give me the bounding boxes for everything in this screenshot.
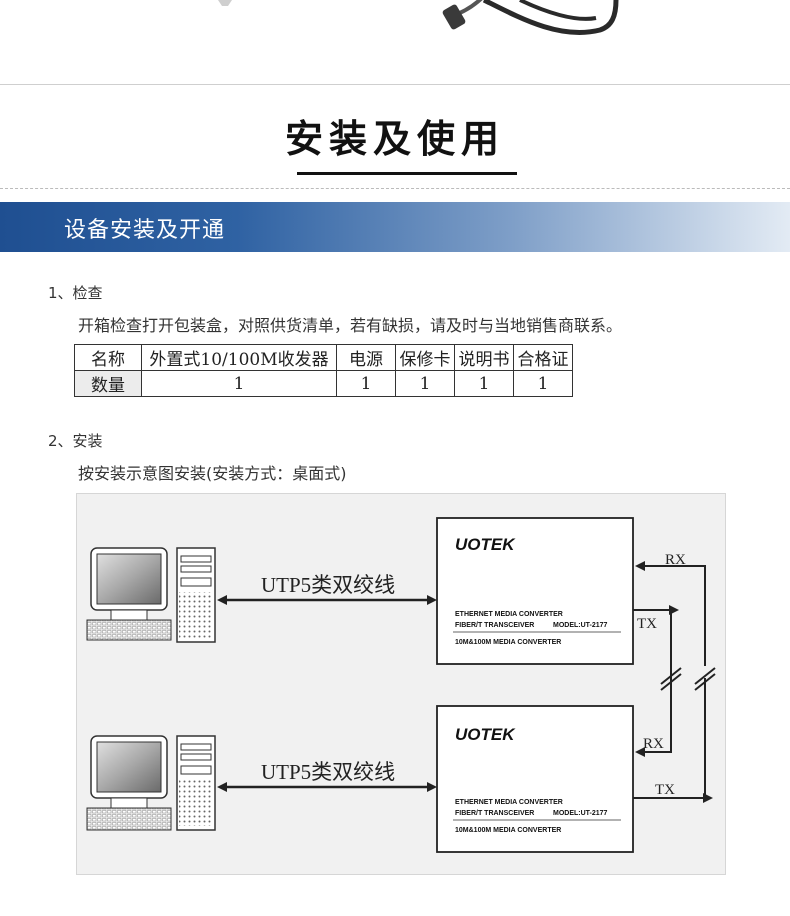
table-cell: 1	[142, 371, 337, 397]
banner-title: 设备安装及开通	[64, 212, 225, 244]
step1-heading: 1、检查	[48, 282, 103, 303]
media-converter-device: UOTEK ETHERNET MEDIA CONVERTER FIBER/T T…	[437, 706, 633, 852]
step1-description: 开箱检查打开包装盒，对照供货清单，若有缺损，请及时与当地销售商联系。	[78, 312, 622, 336]
step2-heading: 2、安装	[48, 430, 103, 451]
rx-label: RX	[643, 736, 664, 752]
power-cable-image	[0, 0, 790, 84]
svg-text:10M&100M MEDIA CONVERTER: 10M&100M MEDIA CONVERTER	[455, 639, 561, 646]
table-cell: 1	[337, 371, 396, 397]
divider-line	[0, 84, 790, 85]
svg-text:FIBER/T TRANSCEIVER: FIBER/T TRANSCEIVER	[455, 810, 534, 817]
table-row: 数量 1 1 1 1 1	[75, 371, 573, 397]
table-cell: 1	[514, 371, 573, 397]
table-cell: 说明书	[455, 345, 514, 371]
cable-label: UTP5类双绞线	[261, 573, 395, 597]
table-cell: 保修卡	[396, 345, 455, 371]
media-converter-device: UOTEK ETHERNET MEDIA CONVERTER FIBER/T T…	[437, 518, 633, 664]
section-banner: 设备安装及开通	[0, 202, 790, 252]
diagram-canvas: UTP5类双绞线 UTP5类双绞线 UOTEK ETHERNET MEDIA C…	[77, 494, 725, 874]
table-cell: 数量	[75, 371, 142, 397]
computer-icon	[87, 548, 215, 642]
svg-text:ETHERNET MEDIA CONVERTER: ETHERNET MEDIA CONVERTER	[455, 799, 563, 806]
installation-diagram: UTP5类双绞线 UTP5类双绞线 UOTEK ETHERNET MEDIA C…	[76, 493, 726, 875]
dotted-divider	[0, 188, 790, 189]
tx-label: TX	[655, 782, 675, 798]
brand-logo: UOTEK	[455, 725, 516, 744]
tx-label: TX	[637, 616, 657, 632]
arrow-icon	[703, 793, 713, 803]
table-cell: 外置式10/100M收发器	[142, 345, 337, 371]
table-cell: 合格证	[514, 345, 573, 371]
svg-text:ETHERNET MEDIA CONVERTER: ETHERNET MEDIA CONVERTER	[455, 611, 563, 618]
svg-text:10M&100M MEDIA CONVERTER: 10M&100M MEDIA CONVERTER	[455, 827, 561, 834]
checklist-table: 名称 外置式10/100M收发器 电源 保修卡 说明书 合格证 数量 1 1 1…	[74, 344, 573, 397]
rx-label: RX	[665, 552, 686, 568]
table-cell: 名称	[75, 345, 142, 371]
svg-text:MODEL:UT-2177: MODEL:UT-2177	[553, 622, 608, 629]
table-cell: 电源	[337, 345, 396, 371]
table-header-row: 名称 外置式10/100M收发器 电源 保修卡 说明书 合格证	[75, 345, 573, 371]
arrow-icon	[635, 561, 645, 571]
cable-label: UTP5类双绞线	[261, 760, 395, 784]
computer-icon	[87, 736, 215, 830]
table-cell: 1	[396, 371, 455, 397]
svg-text:MODEL:UT-2177: MODEL:UT-2177	[553, 810, 608, 817]
title-underline	[297, 172, 517, 175]
fiber-links	[633, 566, 715, 798]
step2-description: 按安装示意图安装(安装方式：桌面式)	[78, 460, 347, 484]
svg-text:FIBER/T TRANSCEIVER: FIBER/T TRANSCEIVER	[455, 622, 534, 629]
product-photo-strip	[0, 0, 790, 84]
section-title: 安装及使用	[0, 108, 790, 163]
table-cell: 1	[455, 371, 514, 397]
arrow-icon	[669, 605, 679, 615]
brand-logo: UOTEK	[455, 535, 516, 554]
